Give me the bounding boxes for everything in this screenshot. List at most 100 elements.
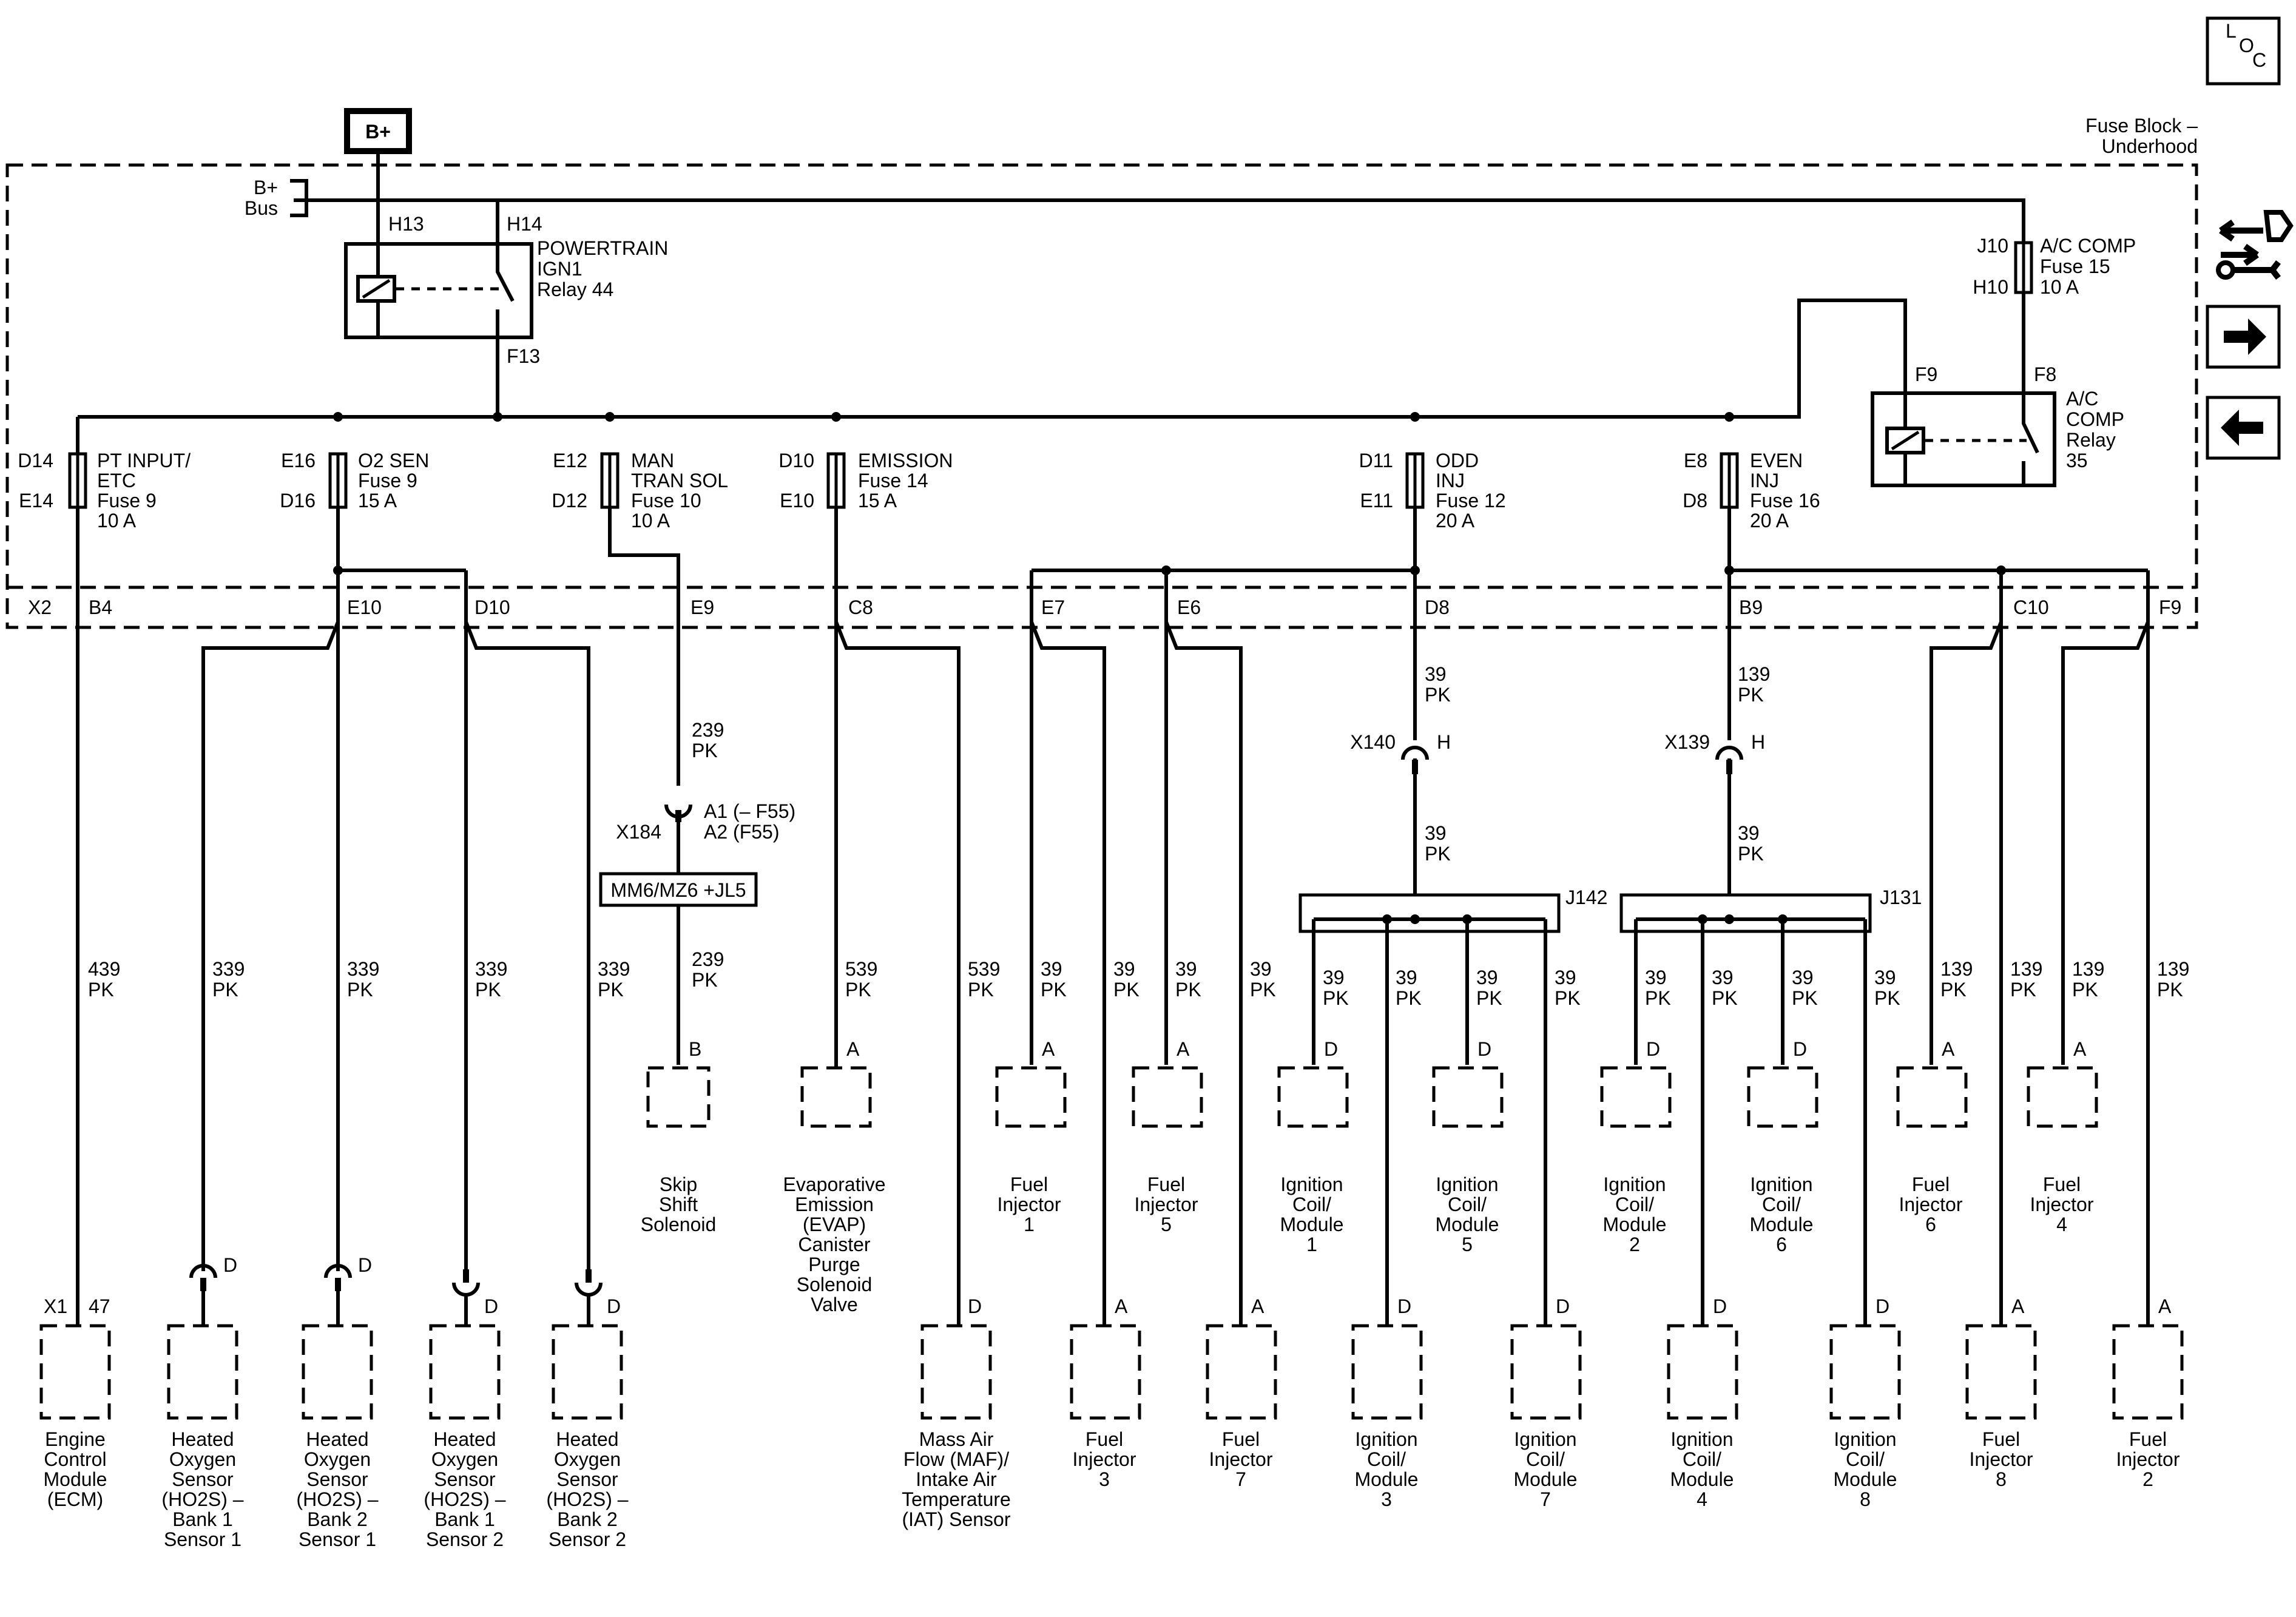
component-ignition-coil-4: Ignition Coil/ Module 4	[1667, 1324, 1738, 1510]
loc-button[interactable]: L O C	[2206, 16, 2281, 86]
component-ignition-coil-2: D Ignition Coil/ Module 2	[1600, 1038, 1672, 1255]
x140-label: X140	[1350, 731, 1396, 753]
component-label-2: Injector	[998, 1193, 1061, 1215]
component-label-4: (ECM)	[47, 1488, 103, 1510]
circuit-139: 139	[2010, 958, 2042, 980]
component-label-2: Injector	[2116, 1448, 2180, 1470]
fuse-block-title: Fuse Block –	[2085, 115, 2198, 137]
component-fuel-injector-3: Fuel Injector 3	[1070, 1324, 1141, 1490]
component-label-1: Fuel	[2129, 1428, 2167, 1450]
component-label-1: Fuel	[2043, 1173, 2081, 1195]
wire-ho2s-b1s1	[201, 570, 340, 1271]
circuit-pk: PK	[1113, 979, 1140, 1001]
circuit-339: 339	[598, 958, 630, 980]
fuse-even-inj: E8 D8 EVEN INJ Fuse 16 20 A	[1683, 450, 1820, 740]
component-label-3: Module	[1514, 1468, 1578, 1490]
component-label-2: Control	[44, 1448, 106, 1470]
pin-label: A	[1251, 1295, 1264, 1317]
component-label-3: 8	[1996, 1468, 2007, 1490]
ac-relay-label-3: Relay	[2066, 429, 2116, 451]
component-label-1: Fuel	[1222, 1428, 1260, 1450]
component-label-4: 2	[1629, 1234, 1640, 1255]
pin-label: A	[1177, 1038, 1190, 1060]
j131-label: J131	[1880, 886, 1922, 908]
relay-label-1: POWERTRAIN	[537, 237, 668, 259]
pin-label: D	[607, 1295, 621, 1317]
wire-inj3	[1030, 621, 1106, 1326]
ho2s-connectors: D D D D	[189, 1254, 621, 1326]
component-label-1: Fuel	[1982, 1428, 2020, 1450]
fuse-label-3: Fuse 9	[97, 490, 157, 511]
connector-wrench-icon	[2216, 210, 2294, 280]
battery-positive-source: B+	[344, 108, 412, 154]
circuit-239: 239	[692, 948, 724, 970]
circuit-39: 39	[1645, 967, 1667, 988]
component-label-2: Coil/	[1615, 1193, 1654, 1215]
fuse-emission: D10 E10 EMISSION Fuse 14 15 A	[778, 450, 953, 1068]
component-label-3: 2	[2142, 1468, 2153, 1490]
bus-label-2: Bus	[245, 197, 278, 219]
ac-fuse-label-2: Fuse 15	[2040, 255, 2110, 277]
component-label-6: Sensor 2	[426, 1528, 504, 1550]
component-label-3: Module	[1750, 1214, 1814, 1235]
x1-pin-47: 47	[89, 1295, 110, 1317]
circuit-pk: PK	[1792, 987, 1818, 1009]
component-label-4: 4	[1697, 1488, 1707, 1510]
component-label-2: Injector	[1073, 1448, 1136, 1470]
pin-label: A	[2158, 1295, 2172, 1317]
fuse-odd-inj: D11 E11 ODD INJ Fuse 12 20 A	[1359, 450, 1506, 740]
wire-inj7	[1164, 621, 1243, 1326]
component-label-1: Mass Air	[919, 1428, 994, 1450]
ac-fuse-pin-top: J10	[1977, 235, 2008, 257]
component-ho2s-bank1-sensor1: Heated Oxygen Sensor (HO2S) – Bank 1 Sen…	[161, 1324, 244, 1550]
arrow-left-icon	[2221, 410, 2263, 446]
circuit-39: 39	[1175, 958, 1197, 980]
fuse-label-3: Fuse 10	[631, 490, 701, 511]
previous-page-button[interactable]	[2206, 396, 2281, 460]
x140-pin: H	[1437, 731, 1451, 753]
component-label-4: 6	[1776, 1234, 1787, 1255]
circuit-pk: PK	[88, 979, 114, 1001]
component-label-6: Sensor 2	[549, 1528, 626, 1550]
component-label-6: Sensor 1	[164, 1528, 241, 1550]
component-label-1: Skip	[660, 1173, 697, 1195]
fuse-label-2: Fuse 9	[358, 470, 417, 491]
x2-pin-e6: E6	[1177, 596, 1201, 618]
loc-letter-c: C	[2252, 49, 2266, 71]
circuit-39: 39	[1425, 663, 1447, 685]
fuse-pin-bottom: E10	[780, 490, 814, 511]
fuse-label-2: TRAN SOL	[631, 470, 728, 491]
circuit-339: 339	[212, 958, 245, 980]
fuse-pin-top: D11	[1359, 450, 1393, 471]
circuit-pk: PK	[1738, 843, 1764, 865]
x2-pin-b4: B4	[89, 596, 112, 618]
fuse-label-2: INJ	[1750, 470, 1779, 491]
fuse-pin-top: E8	[1684, 450, 1707, 471]
circuit-pk: PK	[2010, 979, 2036, 1001]
circuit-pk: PK	[475, 979, 501, 1001]
pin-label: A	[1115, 1295, 1128, 1317]
circuit-39: 39	[1396, 967, 1417, 988]
fuse-man-tran-sol: E12 D12 MAN TRAN SOL Fuse 10 10 A	[552, 450, 728, 786]
next-page-button[interactable]	[2206, 305, 2281, 369]
fuse-label-2: INJ	[1436, 470, 1465, 491]
component-label-4: (HO2S) –	[424, 1488, 505, 1510]
connector-wrench-button[interactable]	[2216, 210, 2294, 280]
component-label-1: Ignition	[1670, 1428, 1733, 1450]
component-label-2: Oxygen	[554, 1448, 621, 1470]
bplus-bus: B+ Bus	[245, 151, 2025, 243]
pin-label: D	[484, 1295, 498, 1317]
pin-label: D	[223, 1254, 237, 1276]
pin-label: B	[689, 1038, 701, 1060]
circuit-pk: PK	[1175, 979, 1201, 1001]
circuit-539: 539	[968, 958, 1000, 980]
component-label-4: 5	[1462, 1234, 1473, 1255]
circuit-39: 39	[1738, 822, 1760, 844]
powertrain-ign1-relay: H13 H14 POWERTRAIN IGN1 Relay 44 F13	[344, 200, 668, 417]
circuit-39: 39	[1792, 967, 1814, 988]
component-fuel-injector-2: Fuel Injector 2	[2112, 1324, 2184, 1490]
circuit-pk: PK	[1712, 987, 1738, 1009]
component-label-5: Bank 2	[307, 1508, 368, 1530]
component-label-4: (HO2S) –	[161, 1488, 243, 1510]
component-label-1: Ignition	[1514, 1428, 1576, 1450]
